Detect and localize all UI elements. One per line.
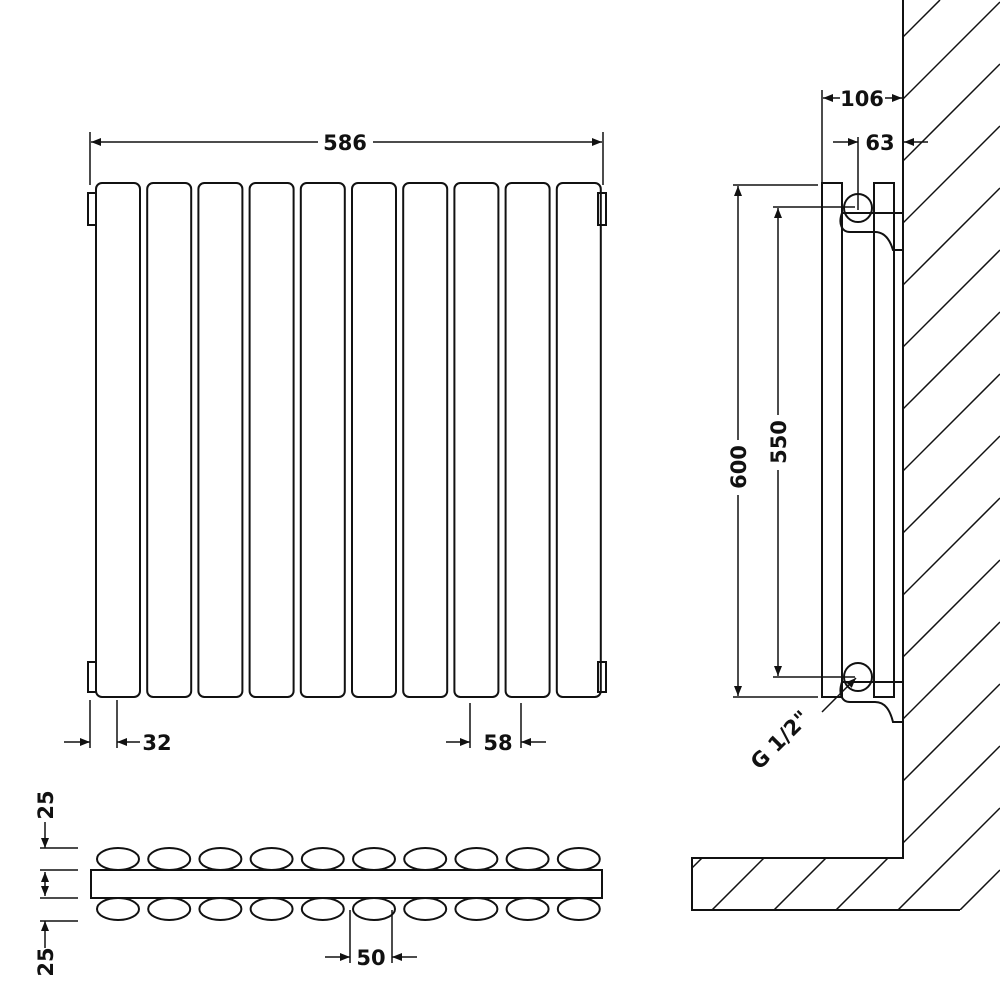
header-cap-bottom-right — [597, 661, 607, 693]
column-section-bottom — [198, 897, 243, 921]
radiator-column — [197, 182, 244, 698]
rear-panel — [873, 182, 895, 698]
radiator-column — [146, 182, 193, 698]
dim-586: 586 — [323, 131, 367, 155]
dim-550: 550 — [767, 420, 791, 464]
column-section-top — [505, 847, 550, 871]
hatch-line — [692, 187, 1000, 910]
hatch-line — [692, 63, 1000, 910]
dim-58: 58 — [483, 731, 512, 755]
radiator-column — [95, 182, 141, 698]
column-section-bottom — [300, 897, 345, 921]
radiator-column — [453, 182, 500, 698]
column-section-top — [249, 847, 294, 871]
hatch-line — [692, 621, 1000, 910]
hatch-line — [869, 869, 1000, 910]
column-section-bottom — [403, 897, 448, 921]
dim-600: 600 — [727, 445, 751, 489]
header-bar — [90, 869, 603, 899]
radiator-column — [299, 182, 346, 698]
plan-view: 25 25 50 — [34, 790, 603, 977]
column-section-top — [556, 847, 601, 871]
column-section-bottom — [96, 897, 140, 921]
column-section-top — [403, 847, 448, 871]
column-section-top — [198, 847, 243, 871]
hatch-line — [692, 125, 1000, 910]
front-view: 586 32 58 — [64, 131, 607, 755]
dimension-overall-width: 586 — [89, 131, 604, 185]
hatch-line — [692, 559, 1000, 910]
hatch-line — [692, 683, 1000, 910]
radiator-column — [248, 182, 295, 698]
header-cap-top-right — [597, 192, 607, 226]
hatch-line — [807, 807, 1000, 910]
column-section-top — [300, 847, 345, 871]
dim-25-top: 25 — [34, 790, 58, 819]
hatch-line — [745, 745, 1000, 910]
hatch-line — [692, 249, 1000, 910]
column-section-bottom — [454, 897, 499, 921]
column-section-bottom — [556, 897, 601, 921]
header-cap-bottom-left — [87, 661, 97, 693]
dim-32: 32 — [142, 731, 171, 755]
hatch-line — [692, 497, 1000, 910]
column-section-top — [96, 847, 140, 871]
column-section-bottom — [505, 897, 550, 921]
dimension-pipe-to-wall: 63 — [833, 131, 928, 210]
dimension-column-pitch: 58 — [446, 703, 546, 755]
dimension-end-offset: 32 — [64, 700, 172, 755]
column-section-bottom — [249, 897, 294, 921]
hatch-line — [692, 373, 1000, 910]
hatch-line — [692, 311, 1000, 910]
wall-bracket-top — [839, 212, 904, 251]
radiator-column — [504, 182, 551, 698]
column-section-bottom — [147, 897, 192, 921]
column-section-bottom — [352, 897, 396, 921]
dimension-overall-height: 600 — [727, 184, 818, 698]
dim-25-bottom: 25 — [34, 947, 58, 976]
column-section-top — [147, 847, 192, 871]
connection-size-label: G 1/2" — [746, 706, 814, 774]
radiator-column — [555, 182, 602, 698]
hatch-line — [932, 932, 1000, 1000]
column-section-top — [454, 847, 499, 871]
header-cap-top-left — [87, 192, 97, 226]
column-sections — [96, 847, 601, 921]
dimension-wall-projection: 106 — [821, 87, 902, 182]
dim-63: 63 — [865, 131, 894, 155]
front-panel — [821, 182, 843, 698]
radiator-column — [402, 182, 449, 698]
dimension-depth-offsets: 25 25 — [34, 790, 78, 977]
dim-50: 50 — [356, 946, 385, 970]
dimension-pipe-centres: 550 — [767, 206, 855, 678]
radiator-column — [351, 182, 397, 698]
column-section-top — [352, 847, 396, 871]
dimension-column-depth: 50 — [325, 910, 417, 970]
dim-106: 106 — [840, 87, 884, 111]
radiator-columns — [95, 182, 602, 698]
